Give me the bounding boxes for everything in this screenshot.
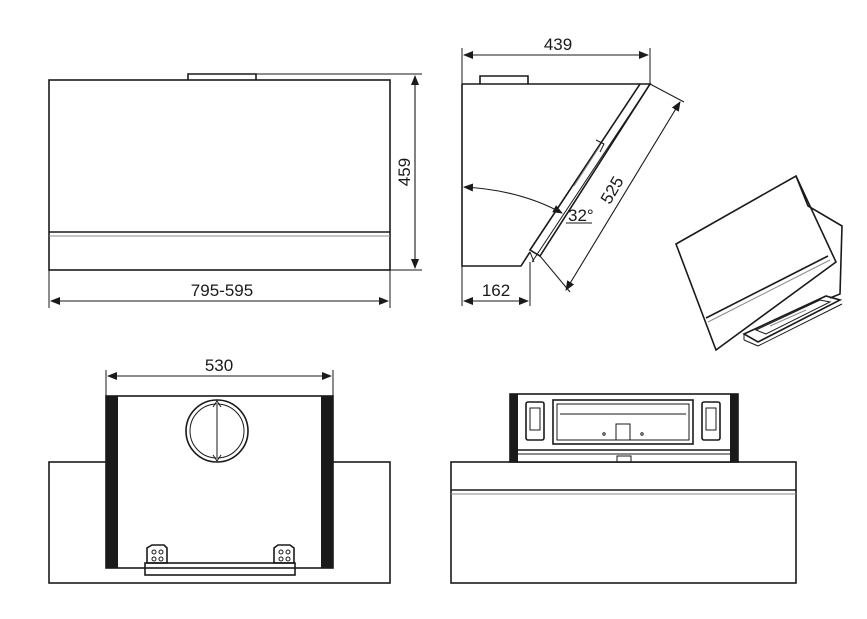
rear-view: 530 bbox=[48, 356, 391, 584]
rear-view-wall-bracket bbox=[105, 395, 334, 569]
side-view-glass-panel bbox=[528, 83, 652, 258]
perspective-glass-panel bbox=[675, 174, 838, 352]
tilt-angle-arc bbox=[463, 183, 563, 214]
perspective-filter-tray bbox=[742, 295, 843, 343]
bottom-view-right-lamp bbox=[701, 401, 721, 441]
front-view: 459 795-595 bbox=[48, 73, 422, 308]
rear-view-left-rail bbox=[106, 396, 118, 568]
front-view-duct-top bbox=[187, 73, 257, 80]
depth-dimension-label: 439 bbox=[544, 35, 572, 54]
panel-length-dimension-line bbox=[565, 101, 681, 291]
tilt-angle-label: 32° bbox=[568, 206, 594, 225]
side-view: 439 162 525 32° bbox=[461, 35, 685, 306]
front-view-body bbox=[48, 79, 391, 271]
panel-length-dimension-label: 525 bbox=[597, 173, 628, 207]
rear-view-bottom-bar bbox=[144, 562, 296, 576]
perspective-view bbox=[675, 174, 843, 352]
perspective-housing bbox=[795, 175, 843, 299]
rear-view-left-hinge bbox=[146, 544, 168, 564]
side-view-duct bbox=[479, 75, 529, 84]
bottom-view bbox=[450, 393, 797, 584]
width-dimension-label: 795-595 bbox=[191, 281, 253, 300]
base-depth-dimension-label: 162 bbox=[482, 281, 510, 300]
bottom-view-glass-panel bbox=[450, 461, 797, 584]
bottom-view-left-lamp bbox=[525, 401, 545, 441]
side-view-housing bbox=[461, 84, 531, 267]
rear-view-right-rail bbox=[321, 396, 333, 568]
rear-view-right-hinge bbox=[273, 544, 295, 564]
height-dimension-label: 459 bbox=[395, 158, 414, 186]
bottom-view-grease-filter bbox=[552, 399, 694, 445]
rear-view-duct-outlet bbox=[185, 399, 249, 463]
duct-spacing-dimension-label: 530 bbox=[205, 356, 233, 375]
